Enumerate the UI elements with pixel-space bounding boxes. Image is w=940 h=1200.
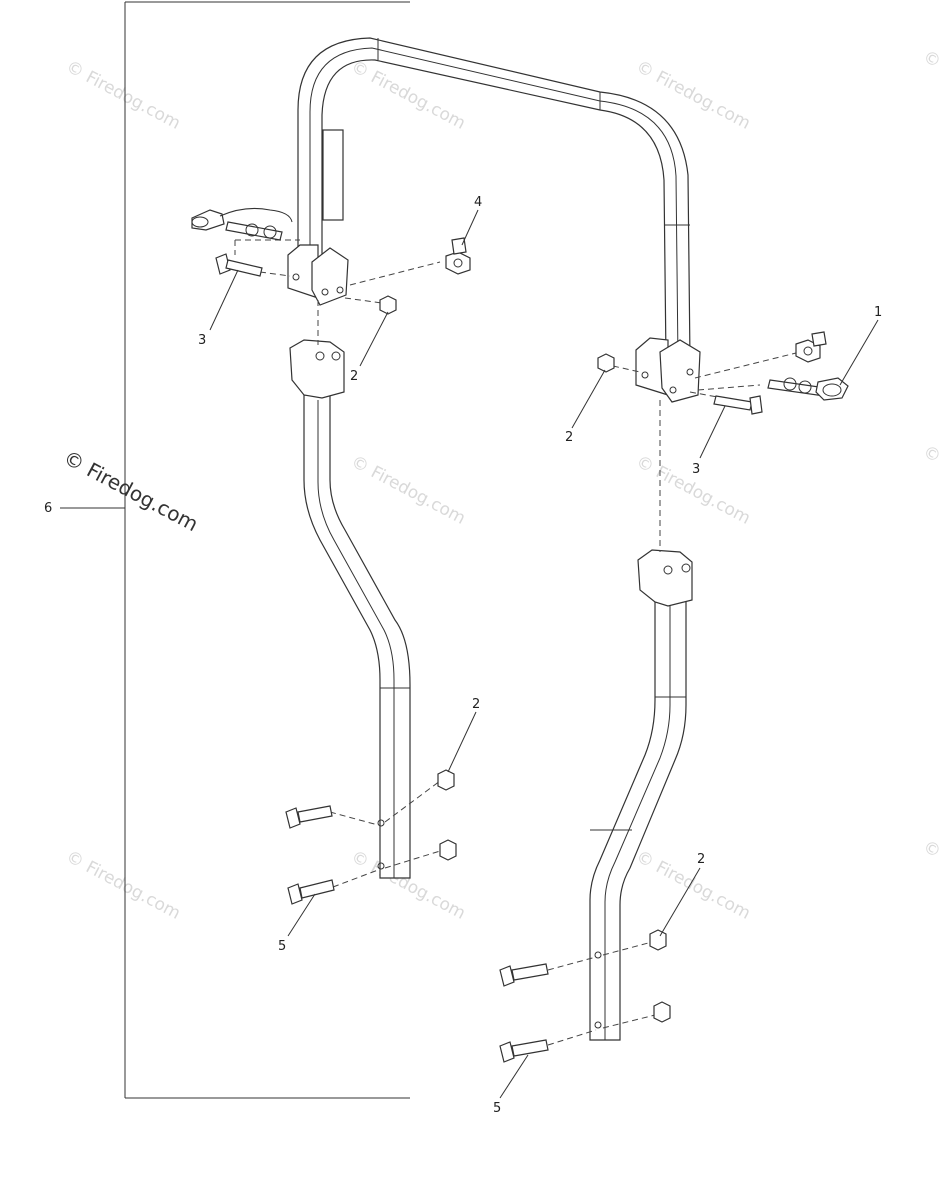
watermark: © Firedog.com xyxy=(920,442,940,519)
callout-4: 4 xyxy=(474,195,482,210)
lower-left-leg xyxy=(289,339,411,879)
assembly-lines xyxy=(234,239,801,1046)
callout-leaders xyxy=(209,209,879,1099)
callout-2-upper-left: 2 xyxy=(350,369,358,384)
watermark: © Firedog.com xyxy=(920,837,940,914)
watermark: © Firedog.com xyxy=(633,847,754,924)
bolt-lower-left-2 xyxy=(287,879,335,905)
bolt-lower-right-2 xyxy=(499,1039,549,1063)
callout-3-left: 3 xyxy=(198,333,206,348)
bolt-upper-left xyxy=(215,253,263,277)
nut-lower-right-1 xyxy=(649,929,667,951)
lynch-pin-right xyxy=(767,377,849,401)
watermark: © Firedog.com xyxy=(348,452,469,529)
lynch-pin-left xyxy=(191,208,293,241)
watermark-primary: © Firedog.com xyxy=(60,445,203,536)
callout-6: 6 xyxy=(44,501,52,516)
nut-lower-right-2 xyxy=(653,1001,671,1023)
bolt-upper-right xyxy=(713,395,763,415)
callout-2-lower-right: 2 xyxy=(697,852,705,867)
nut-upper-left xyxy=(379,295,397,315)
callout-2-upper-right: 2 xyxy=(565,430,573,445)
frame-bracket: 6 xyxy=(44,1,410,1099)
watermark: © Firedog.com xyxy=(920,47,940,124)
bolt-lower-right-1 xyxy=(499,963,549,987)
nut-lower-left-2 xyxy=(439,839,457,861)
nut-lower-left-1 xyxy=(437,769,455,791)
callout-1: 1 xyxy=(874,305,882,320)
watermarks: © Firedog.com © Firedog.com © Firedog.co… xyxy=(63,47,940,924)
bolt-lower-left-1 xyxy=(285,805,333,829)
lower-right-leg xyxy=(589,549,693,1041)
clip-right xyxy=(795,331,827,363)
upper-rops-hoop xyxy=(297,37,691,361)
callout-5-right: 5 xyxy=(493,1101,501,1116)
callout-2-lower-left: 2 xyxy=(472,697,480,712)
callout-3-right: 3 xyxy=(692,462,700,477)
clip-left xyxy=(445,237,471,275)
nut-upper-right xyxy=(597,353,615,373)
upper-right-bracket xyxy=(635,337,701,403)
callout-5-left: 5 xyxy=(278,939,286,954)
watermark: © Firedog.com xyxy=(63,847,184,924)
watermark: © Firedog.com xyxy=(63,57,184,134)
upper-left-bracket xyxy=(287,244,349,306)
